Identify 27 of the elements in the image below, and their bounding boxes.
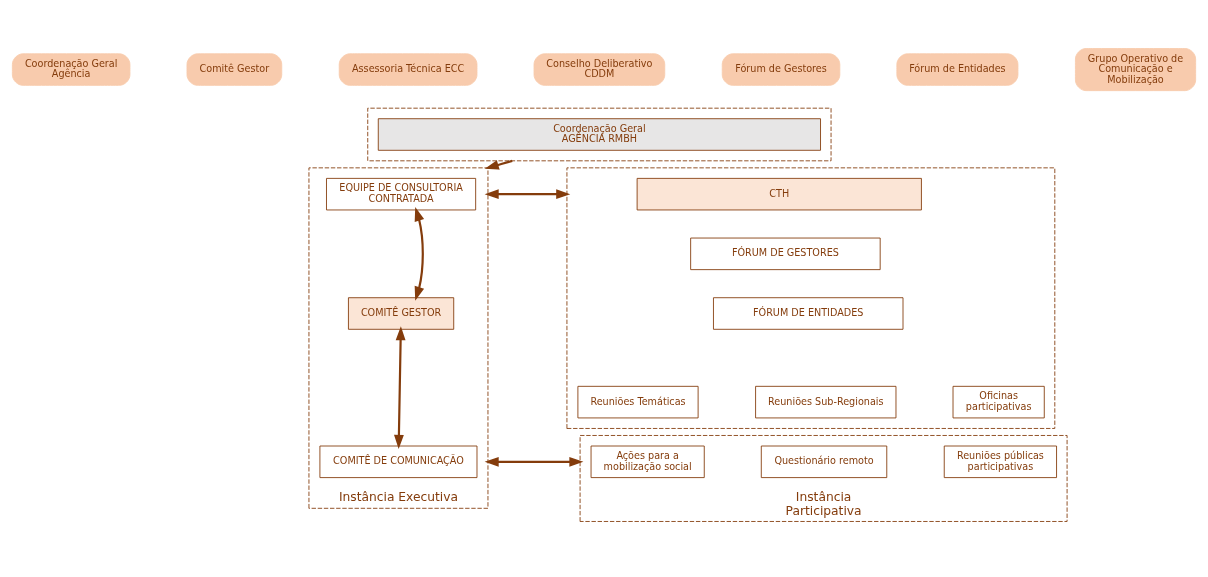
node-box: Fórum de Entidades (896, 53, 1019, 86)
node-box: Questionário remoto (760, 445, 888, 479)
node-box: EQUIPE DE CONSULTORIA CONTRATADA (326, 177, 477, 211)
node-box: Conselho Deliberativo CDDM (533, 53, 666, 86)
node-box: Oficinas participativas (952, 385, 1045, 419)
arrow (394, 326, 406, 449)
node-box: Ações para a mobilização social (590, 445, 705, 479)
node-box: Coordenação Geral Agência (11, 53, 131, 86)
cluster (367, 107, 832, 162)
node-box: Assessoria Técnica ECC (338, 53, 478, 86)
node-box: Coordenação Geral AGÊNCIA RMBH (377, 118, 821, 151)
node-box: Reuniões Sub-Regionais (755, 385, 897, 419)
node-box: CTH (636, 177, 922, 211)
arrow (484, 456, 584, 467)
node-box: FÓRUM DE ENTIDADES (713, 297, 904, 330)
node-box: COMITÊ DE COMUNICAÇÃO (319, 445, 478, 479)
node-box: Grupo Operativo de Comunicação e Mobilização (1075, 48, 1197, 92)
node-box: COMITÊ GESTOR (348, 297, 455, 330)
arrow (484, 159, 513, 170)
node-box: Reuniões Temáticas (577, 385, 699, 419)
node-box: FÓRUM DE GESTORES (690, 237, 881, 271)
arrow (484, 189, 571, 200)
node-box: Fórum de Gestores (721, 53, 841, 86)
node-box: Comitê Gestor (186, 53, 283, 86)
cluster (566, 167, 1056, 429)
arrow (414, 207, 425, 301)
node-box: Reuniões públicas participativas (943, 445, 1057, 479)
